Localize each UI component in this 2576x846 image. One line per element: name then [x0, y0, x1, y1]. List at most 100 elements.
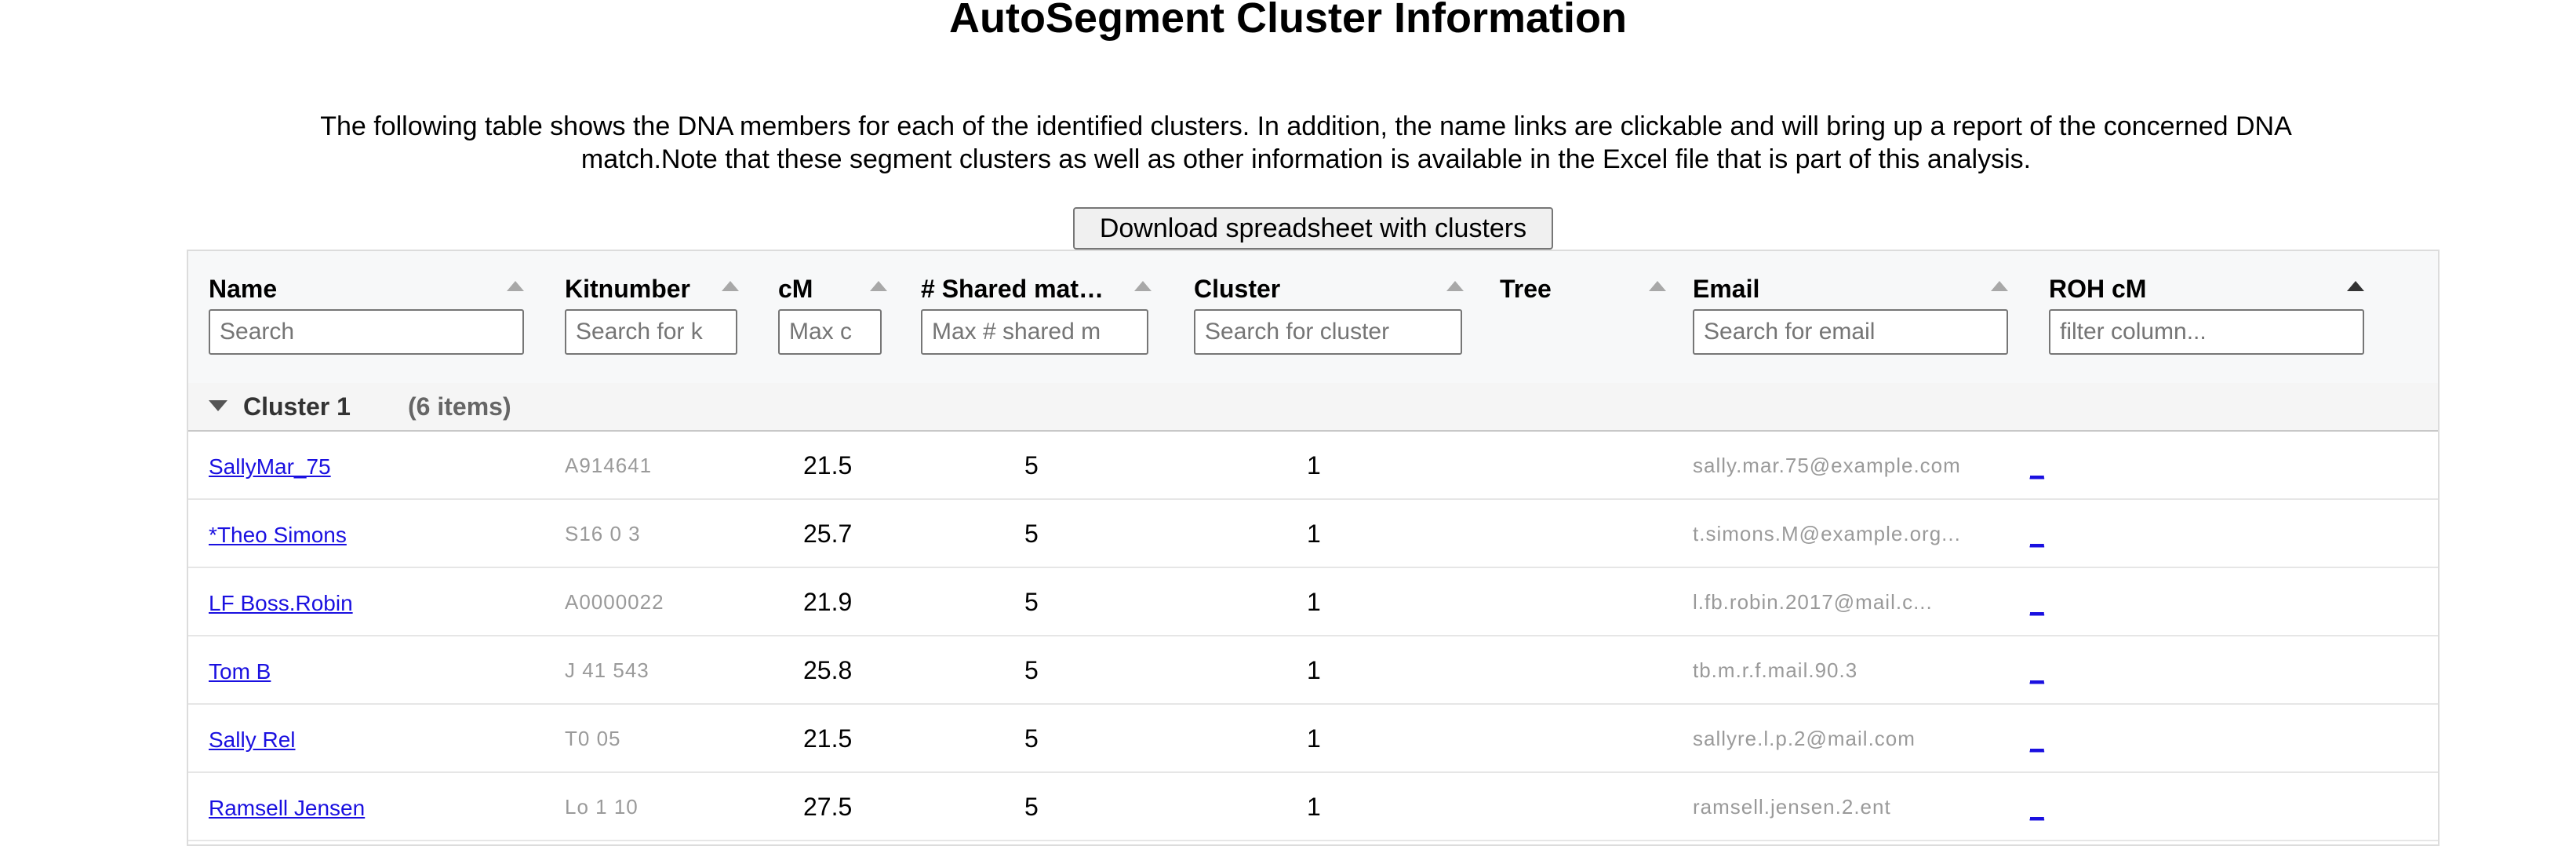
cm-cell: 27.5 [803, 793, 853, 821]
match-name-link[interactable]: LF Boss.Robin [209, 591, 353, 615]
cm-cell: 25.7 [803, 520, 853, 548]
roh-cm-cell[interactable]: _ [2030, 519, 2044, 549]
sort-up-icon[interactable] [722, 281, 739, 291]
roh-cm-cell[interactable]: _ [2030, 792, 2044, 822]
roh-cm-cell[interactable]: _ [2030, 655, 2044, 685]
column-title-cluster: Cluster [1194, 275, 1281, 303]
cm-cell: 21.5 [803, 451, 853, 480]
sort-up-icon[interactable] [1991, 281, 2008, 291]
match-name-link[interactable]: Sally Rel [209, 727, 296, 752]
column-roh-cm[interactable]: ROH cM [2049, 251, 2378, 383]
shared-matches-cell: 5 [1024, 793, 1039, 821]
email-cell: ramsell.jensen.2.ent [1693, 795, 1891, 819]
sort-up-icon[interactable] [1446, 281, 1464, 291]
kitnumber-cell: Lo 1 10 [565, 795, 639, 819]
column-cm[interactable]: cM [778, 251, 896, 383]
email-search-input[interactable] [1693, 309, 2008, 355]
name-cell[interactable]: Sally Rel [209, 724, 295, 755]
sort-up-icon[interactable] [1134, 281, 1152, 291]
roh-cm-link[interactable]: _ [2030, 520, 2044, 548]
column-name[interactable]: Name [209, 251, 530, 383]
roh-cm-filter-input[interactable] [2049, 309, 2364, 355]
roh-cm-link[interactable]: _ [2030, 588, 2044, 616]
column-title-name: Name [209, 275, 278, 303]
table-row: Tom B J 41 543 25.8 5 1 tb.m.r.f.mail.90… [188, 636, 2438, 705]
sort-up-icon[interactable] [507, 281, 524, 291]
column-cluster[interactable]: Cluster [1194, 251, 1484, 383]
roh-cm-cell[interactable]: _ [2030, 450, 2044, 480]
email-cell: t.simons.M@example.org... [1693, 522, 1961, 545]
group-count: (6 items) [408, 392, 511, 421]
kitnumber-cell: T0 05 [565, 727, 621, 750]
cluster-table: Name Kitnumber cM # Shared mat… Cluster … [187, 250, 2440, 846]
roh-cm-link[interactable]: _ [2030, 656, 2044, 684]
table-row: Sally Rel T0 05 21.5 5 1 sallyre.l.p.2@m… [188, 705, 2438, 773]
cm-cell: 21.5 [803, 724, 853, 753]
shared-matches-cell: 5 [1024, 451, 1039, 480]
table-row: LF Boss.Robin A0000022 21.9 5 1 l.fb.rob… [188, 568, 2438, 636]
match-name-link[interactable]: SallyMar_75 [209, 454, 331, 479]
email-cell: sallyre.l.p.2@mail.com [1693, 727, 1916, 750]
sort-up-icon[interactable] [1649, 281, 1666, 291]
name-cell[interactable]: SallyMar_75 [209, 450, 331, 482]
column-title-roh-cm: ROH cM [2049, 275, 2147, 303]
match-name-link[interactable]: *Theo Simons [209, 523, 347, 547]
group-header-cluster-1[interactable]: Cluster 1 (6 items) [188, 383, 2438, 432]
column-tree[interactable]: Tree [1500, 251, 1688, 383]
name-cell[interactable]: LF Boss.Robin [209, 587, 353, 618]
name-cell[interactable]: Tom B [209, 655, 271, 687]
kitnumber-cell: A914641 [565, 454, 653, 477]
cm-max-input[interactable] [778, 309, 882, 355]
download-spreadsheet-button[interactable]: Download spreadsheet with clusters [1073, 207, 1553, 250]
kitnumber-cell: A0000022 [565, 590, 664, 614]
table-row: SallyMar_75 A914641 21.5 5 1 sally.mar.7… [188, 432, 2438, 500]
sort-up-icon[interactable] [870, 281, 887, 291]
cluster-cell: 1 [1307, 588, 1321, 616]
cluster-cell: 1 [1307, 520, 1321, 548]
column-kitnumber[interactable]: Kitnumber [565, 251, 745, 383]
roh-cm-link[interactable]: _ [2030, 793, 2044, 821]
table-row: *Theo Simons S16 0 3 25.7 5 1 t.simons.M… [188, 500, 2438, 568]
column-title-kitnumber: Kitnumber [565, 275, 690, 303]
kitnumber-cell: J 41 543 [565, 658, 649, 682]
name-search-input[interactable] [209, 309, 524, 355]
email-cell: tb.m.r.f.mail.90.3 [1693, 658, 1858, 682]
table-header: Name Kitnumber cM # Shared mat… Cluster … [188, 251, 2438, 385]
cm-cell: 25.8 [803, 656, 853, 684]
name-cell[interactable]: *Theo Simons [209, 519, 347, 550]
name-cell[interactable]: Ramsell Jensen [209, 792, 365, 823]
chevron-down-icon[interactable] [209, 400, 227, 411]
group-title: Cluster 1 [243, 392, 351, 421]
roh-cm-link[interactable]: _ [2030, 451, 2044, 480]
email-cell: sally.mar.75@example.com [1693, 454, 1961, 477]
sort-up-icon[interactable] [2347, 281, 2364, 291]
email-cell: l.fb.robin.2017@mail.c... [1693, 590, 1933, 614]
column-shared-matches[interactable]: # Shared mat… [921, 251, 1180, 383]
roh-cm-cell[interactable]: _ [2030, 724, 2044, 753]
cluster-search-input[interactable] [1194, 309, 1462, 355]
shared-matches-cell: 5 [1024, 588, 1039, 616]
match-name-link[interactable]: Tom B [209, 659, 271, 684]
intro-text: The following table shows the DNA member… [320, 111, 2292, 174]
page-title: AutoSegment Cluster Information [948, 0, 1628, 42]
column-email[interactable]: Email [1693, 251, 2030, 383]
cluster-cell: 1 [1307, 793, 1321, 821]
roh-cm-cell[interactable]: _ [2030, 587, 2044, 617]
shared-matches-cell: 5 [1024, 520, 1039, 548]
cm-cell: 21.9 [803, 588, 853, 616]
column-title-email: Email [1693, 275, 1760, 303]
kitnumber-cell: S16 0 3 [565, 522, 641, 545]
shared-matches-max-input[interactable] [921, 309, 1148, 355]
column-title-cm: cM [778, 275, 813, 303]
match-name-link[interactable]: Ramsell Jensen [209, 796, 366, 820]
cluster-cell: 1 [1307, 656, 1321, 684]
cluster-cell: 1 [1307, 451, 1321, 480]
cluster-cell: 1 [1307, 724, 1321, 753]
column-title-shared-matches: # Shared mat… [921, 275, 1104, 303]
table-row: Ramsell Jensen Lo 1 10 27.5 5 1 ramsell.… [188, 773, 2438, 841]
roh-cm-link[interactable]: _ [2030, 724, 2044, 753]
shared-matches-cell: 5 [1024, 724, 1039, 753]
shared-matches-cell: 5 [1024, 656, 1039, 684]
kitnumber-search-input[interactable] [565, 309, 737, 355]
column-title-tree: Tree [1500, 275, 1552, 303]
